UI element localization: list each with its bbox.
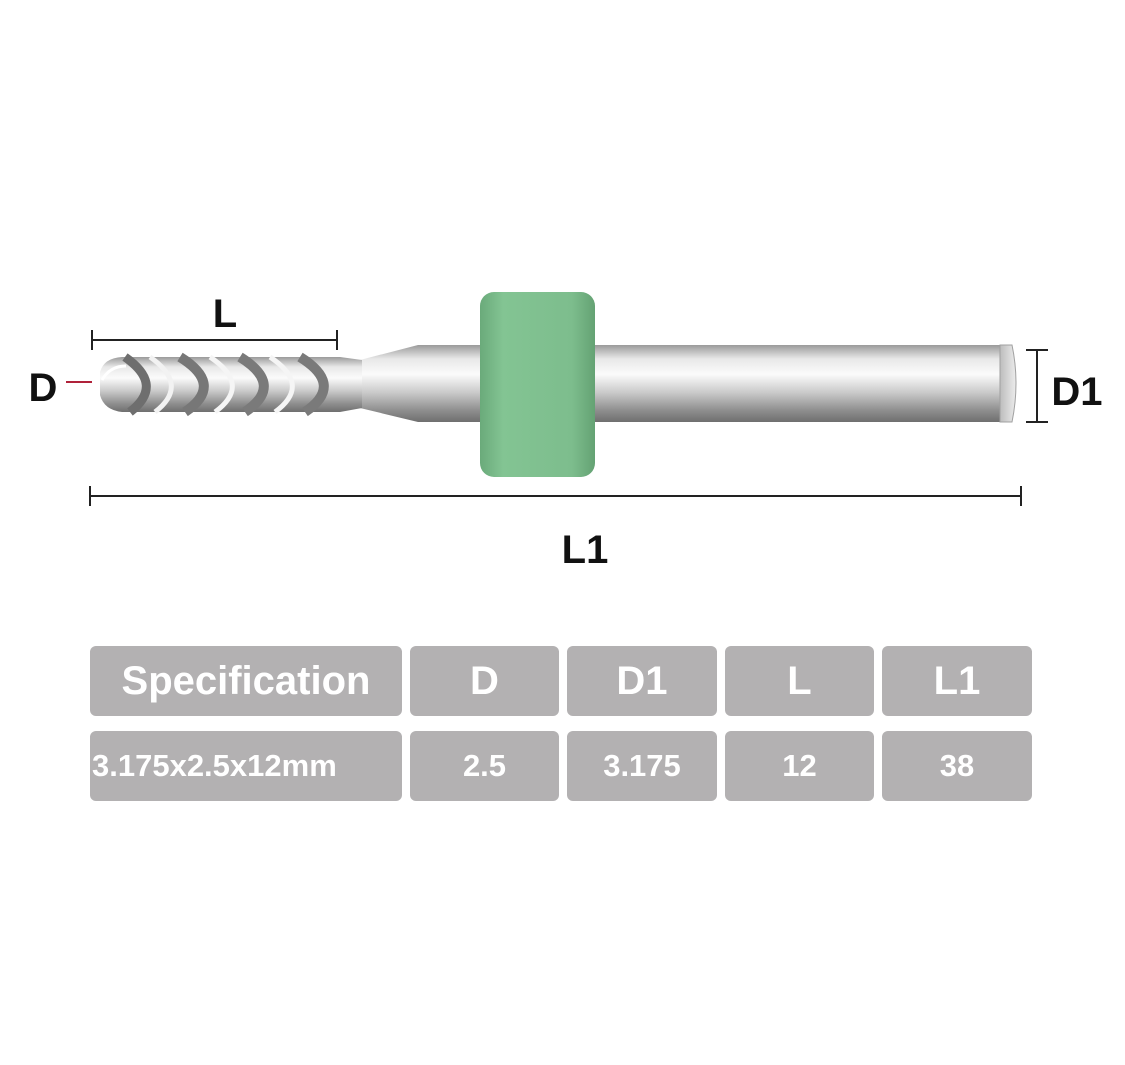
spec-header-d: D xyxy=(410,646,559,716)
dim-label-l: L xyxy=(213,292,237,336)
green-collar xyxy=(480,292,595,477)
drill-shank xyxy=(595,344,1017,423)
spec-value-l1: 38 xyxy=(882,731,1032,801)
spec-value-d1: 3.175 xyxy=(567,731,717,801)
dim-label-d: D xyxy=(29,366,58,410)
spec-header-l: L xyxy=(725,646,874,716)
spec-value-specification: 3.175x2.5x12mm xyxy=(90,731,402,801)
spec-value-d: 2.5 xyxy=(410,731,559,801)
dim-line-l1 xyxy=(89,486,1022,506)
spec-header-specification: Specification xyxy=(90,646,402,716)
dim-line-l xyxy=(91,330,338,350)
spec-value-l: 12 xyxy=(725,731,874,801)
dim-label-d1: D1 xyxy=(1051,370,1102,414)
drill-neck xyxy=(360,345,488,422)
dim-line-d1 xyxy=(1026,349,1048,423)
spec-header-l1: L1 xyxy=(882,646,1032,716)
drill-flutes xyxy=(100,352,362,417)
dim-label-l1: L1 xyxy=(562,528,609,572)
spec-header-d1: D1 xyxy=(567,646,717,716)
